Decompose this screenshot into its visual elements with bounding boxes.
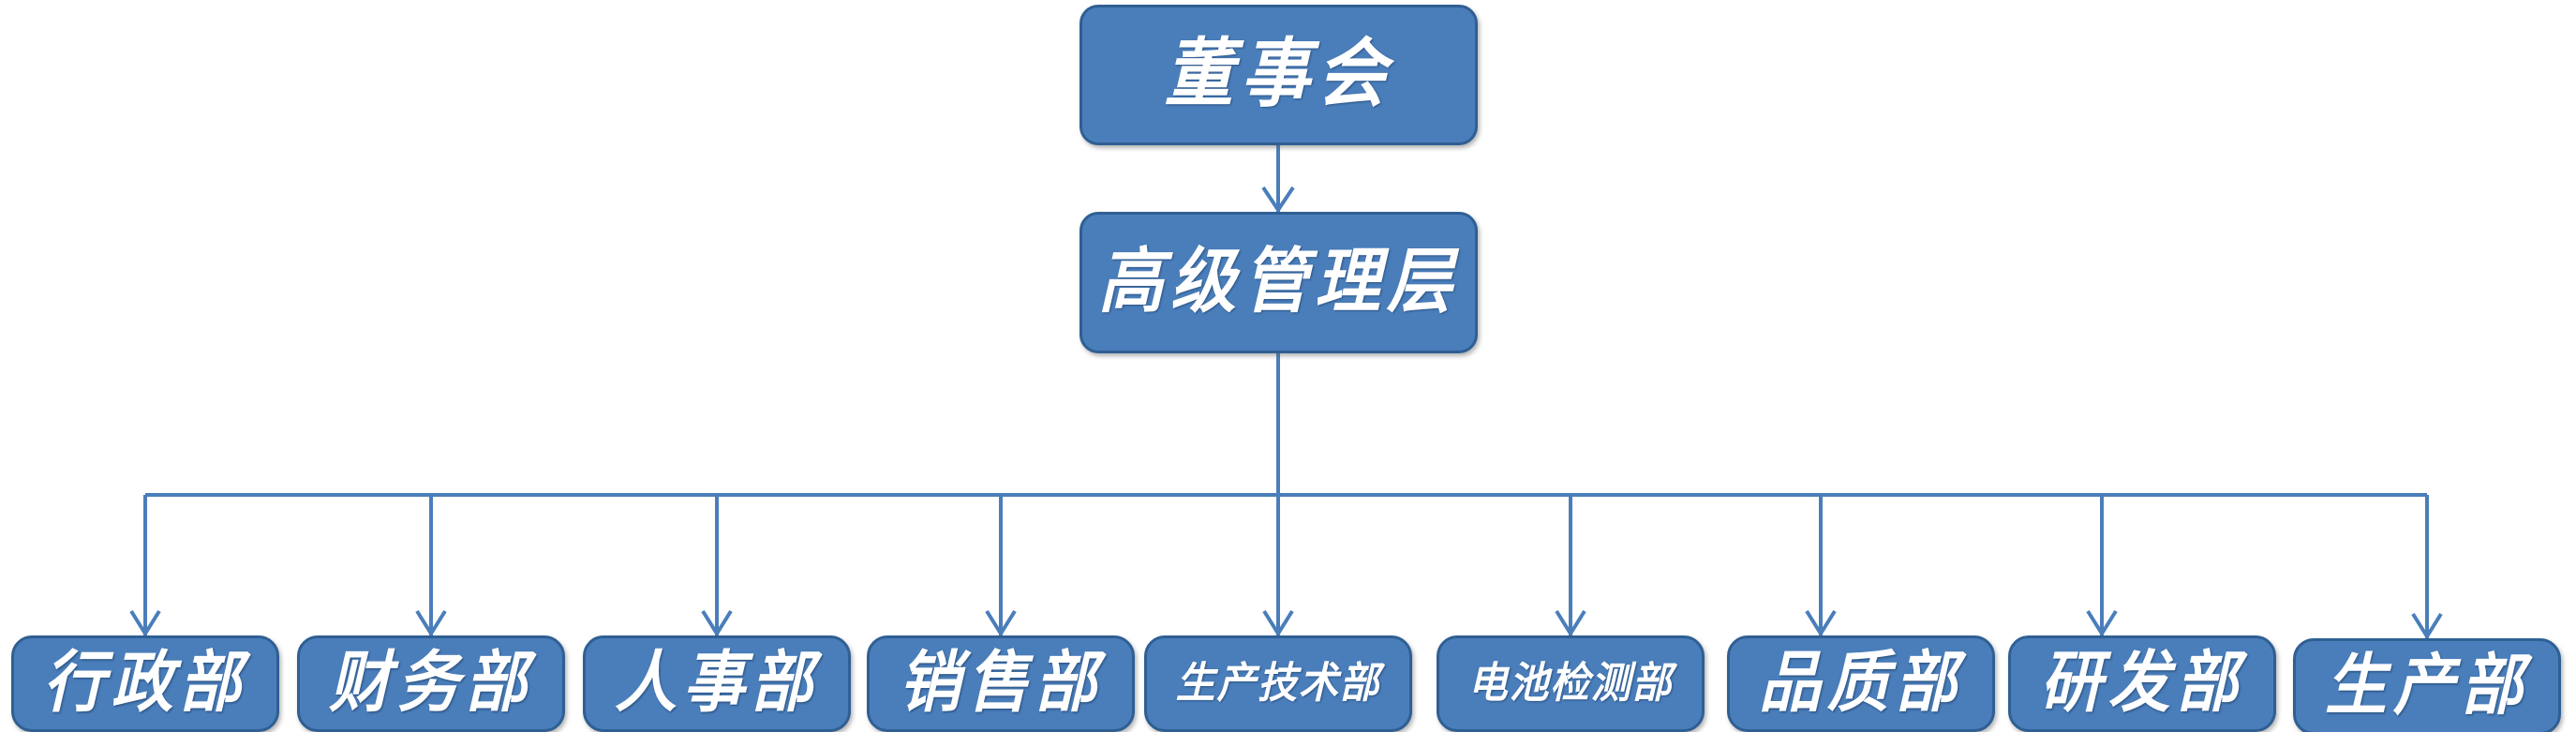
org-node-finance[interactable]: 财务部 xyxy=(297,635,565,732)
arrowhead-production xyxy=(2411,612,2443,640)
arrowhead-research-development xyxy=(2086,609,2118,637)
org-node-board-label: 董事会 xyxy=(1164,33,1393,117)
arrowhead-sales xyxy=(985,609,1017,637)
org-node-production-label: 生产部 xyxy=(2325,649,2529,724)
org-node-research-development-label: 研发部 xyxy=(2040,646,2244,721)
org-node-senior-management-label: 高级管理层 xyxy=(1098,243,1459,321)
arrowhead-production-technology xyxy=(1262,609,1294,637)
org-node-administration-label: 行政部 xyxy=(43,646,247,721)
org-node-finance-label: 财务部 xyxy=(329,646,533,721)
org-node-production-technology-label: 生产技术部 xyxy=(1175,660,1381,708)
org-node-sales-label: 销售部 xyxy=(899,646,1103,721)
org-node-battery-testing[interactable]: 电池检测部 xyxy=(1437,635,1705,732)
arrowhead-management xyxy=(1261,186,1295,214)
org-node-production[interactable]: 生产部 xyxy=(2293,638,2561,732)
org-node-human-resources[interactable]: 人事部 xyxy=(583,635,851,732)
org-node-battery-testing-label: 电池检测部 xyxy=(1467,660,1674,708)
org-node-production-technology[interactable]: 生产技术部 xyxy=(1144,635,1412,732)
org-node-senior-management[interactable]: 高级管理层 xyxy=(1080,212,1478,353)
org-node-board[interactable]: 董事会 xyxy=(1080,5,1478,145)
arrowhead-finance xyxy=(415,609,447,637)
org-node-human-resources-label: 人事部 xyxy=(615,646,819,721)
arrowhead-battery-testing xyxy=(1555,609,1586,637)
org-node-sales[interactable]: 销售部 xyxy=(867,635,1135,732)
org-node-quality-label: 品质部 xyxy=(1759,646,1963,721)
org-node-research-development[interactable]: 研发部 xyxy=(2008,635,2276,732)
org-node-administration[interactable]: 行政部 xyxy=(11,635,279,732)
arrowhead-administration xyxy=(129,609,161,637)
arrowhead-quality xyxy=(1805,609,1837,637)
arrowhead-human-resources xyxy=(701,609,733,637)
org-node-quality[interactable]: 品质部 xyxy=(1727,635,1995,732)
